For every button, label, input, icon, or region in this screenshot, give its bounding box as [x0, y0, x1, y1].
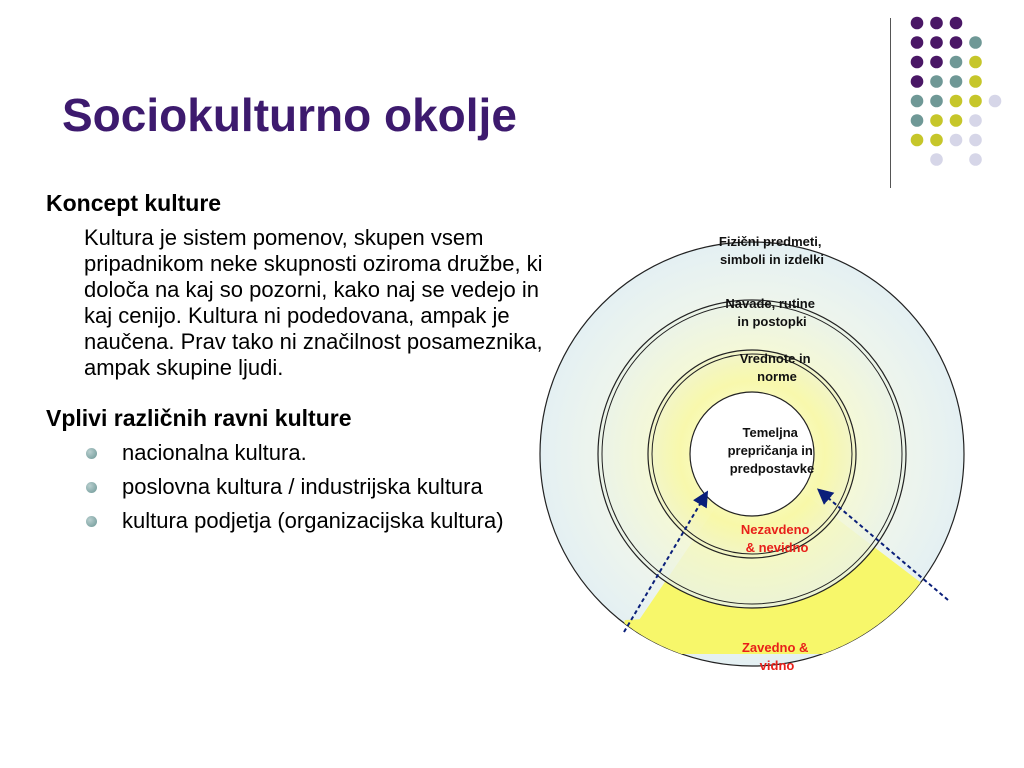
- decorative-dot: [910, 36, 924, 49]
- decorative-dot: [930, 153, 943, 166]
- decorative-dot: [930, 16, 943, 30]
- hidden-zone-label-line: & nevidno: [746, 540, 809, 555]
- decorative-dot: [988, 94, 1002, 108]
- text-content: Koncept kulture Kultura je sistem pomeno…: [46, 190, 546, 534]
- page-title: Sociokulturno okolje: [62, 89, 517, 141]
- list-item: kultura podjetja (organizacijska kultura…: [46, 508, 546, 534]
- visible-zone-label-line: vidno: [760, 658, 795, 673]
- decorative-dot: [930, 114, 943, 127]
- decorative-dot: [969, 114, 982, 127]
- decorative-dot: [910, 133, 924, 147]
- hidden-zone-label: Nezavdeno & nevidno: [741, 522, 813, 555]
- decorative-dot: [930, 36, 943, 49]
- list-item: nacionalna kultura.: [46, 440, 546, 466]
- visible-zone-label: Zavedno & vidno: [742, 640, 812, 673]
- list-item-text: kultura podjetja (organizacijska kultura…: [122, 508, 504, 533]
- layer-label-line: Temeljna: [742, 425, 798, 440]
- layer-label-line: Vrednote in: [740, 351, 811, 366]
- decorative-dot: [949, 16, 963, 30]
- layer-label-line: Navade, rutine: [725, 296, 815, 311]
- decorative-dot: [949, 94, 963, 108]
- decorative-dot: [949, 55, 963, 69]
- bullet-icon: [86, 516, 97, 527]
- decorative-dot: [949, 133, 963, 147]
- culture-definition: Kultura je sistem pomenov, skupen vsem p…: [84, 225, 543, 380]
- layer-label-line: in postopki: [737, 314, 806, 329]
- section-heading-levels: Vplivi različnih ravni kulture: [46, 405, 352, 431]
- hidden-zone-label-line: Nezavdeno: [741, 522, 810, 537]
- decorative-dot: [969, 75, 982, 88]
- bullet-icon: [86, 482, 97, 493]
- layer-label-assumptions: Temeljna prepričanja in predpostavke: [728, 425, 817, 476]
- decorative-dot: [930, 75, 943, 88]
- layer-label-values: Vrednote in norme: [740, 351, 814, 384]
- decorative-dot: [910, 55, 924, 69]
- decorative-dot: [969, 94, 982, 108]
- decorative-dot: [910, 16, 924, 30]
- decorative-dot: [949, 36, 963, 49]
- list-item-text: poslovna kultura / industrijska kultura: [122, 474, 483, 499]
- layer-label-line: simboli in izdelki: [720, 252, 824, 267]
- decorative-dot: [930, 133, 943, 147]
- decorative-dot: [930, 94, 943, 108]
- arrow-right: [816, 488, 949, 601]
- visible-zone-label-line: Zavedno &: [742, 640, 808, 655]
- decorative-dot: [910, 114, 924, 127]
- decorative-dot: [969, 153, 982, 166]
- arrow-left: [623, 490, 709, 633]
- layer-label-line: prepričanja in: [728, 443, 813, 458]
- list-item: poslovna kultura / industrijska kultura: [46, 474, 546, 500]
- layer-label-line: Fizični predmeti,: [719, 234, 822, 249]
- decorative-dot-grid: [910, 16, 1002, 166]
- decorative-dot: [910, 94, 924, 108]
- bullet-icon: [86, 448, 97, 459]
- list-item-text: nacionalna kultura.: [122, 440, 307, 465]
- decorative-dot: [949, 75, 963, 88]
- layer-label-habits: Navade, rutine in postopki: [725, 296, 818, 329]
- section-heading-concept: Koncept kulture: [46, 190, 222, 216]
- layer-label-artifacts: Fizični predmeti, simboli in izdelki: [719, 234, 825, 267]
- decorative-dot: [910, 75, 924, 88]
- decorative-dot: [930, 55, 943, 69]
- decorative-dot: [969, 36, 982, 49]
- culture-layers-diagram: Fizični predmeti, simboli in izdelki Nav…: [539, 234, 965, 673]
- bullet-list: nacionalna kultura. poslovna kultura / i…: [46, 440, 546, 534]
- decorative-dot: [949, 114, 963, 127]
- decorative-divider-line: [890, 18, 891, 188]
- core-circle: [689, 391, 815, 517]
- layer-label-line: norme: [757, 369, 797, 384]
- decorative-dot: [969, 55, 982, 69]
- decorative-dot: [969, 133, 982, 147]
- layer-label-line: predpostavke: [730, 461, 815, 476]
